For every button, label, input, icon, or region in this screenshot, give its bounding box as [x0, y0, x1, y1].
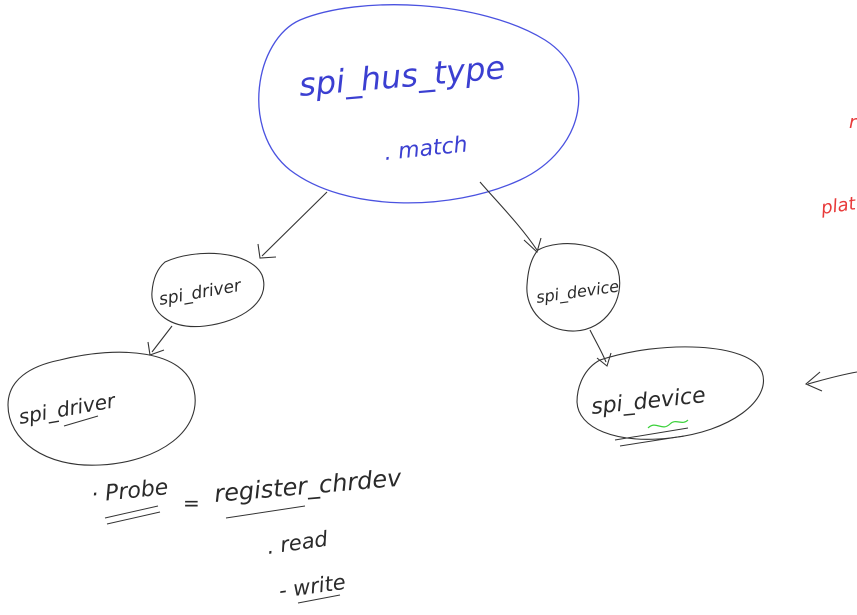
probe-label: · Probe [90, 475, 169, 508]
write-underline [297, 594, 341, 604]
arrow-bus-to-driver [257, 191, 328, 259]
spi-driver-small-label: spi_driver [157, 276, 243, 310]
read-label: . read [265, 527, 330, 559]
red-fragment-top: r [849, 112, 857, 133]
register-chrdev-label: register_chrdev [213, 464, 403, 508]
spi-device-big-label: spi_device [590, 383, 707, 420]
red-fragment-plat: plat [819, 193, 857, 219]
bus-type-name: spi_hus_type [297, 48, 506, 104]
spi-device-underline-2 [619, 435, 685, 447]
arrow-bus-to-device [479, 181, 542, 254]
probe-underline-1 [104, 505, 159, 519]
spi-device-green-squiggle [647, 419, 689, 429]
probe-underline-2 [106, 511, 161, 525]
bus-type-match: . match [383, 132, 469, 166]
spi-device-underline-1 [614, 427, 689, 441]
write-label: - write [277, 570, 347, 603]
spi-driver-big-label: spi_driver [17, 388, 119, 429]
spi-driver-big-ellipse [7, 351, 196, 466]
equals-sign: = [183, 491, 200, 515]
spi-device-small-label: spi_device [535, 277, 621, 308]
arrow-from-right-edge [804, 371, 857, 392]
spi-device-small-ellipse [526, 243, 621, 332]
spi-driver-underline [63, 415, 99, 427]
register-underline [225, 505, 306, 519]
spi-device-big-ellipse [576, 346, 764, 440]
arrow-driver-small-to-big [147, 325, 173, 356]
spi-driver-small-ellipse [151, 252, 265, 328]
bus-type-ellipse [258, 4, 580, 204]
arrow-device-small-to-big [589, 329, 612, 367]
